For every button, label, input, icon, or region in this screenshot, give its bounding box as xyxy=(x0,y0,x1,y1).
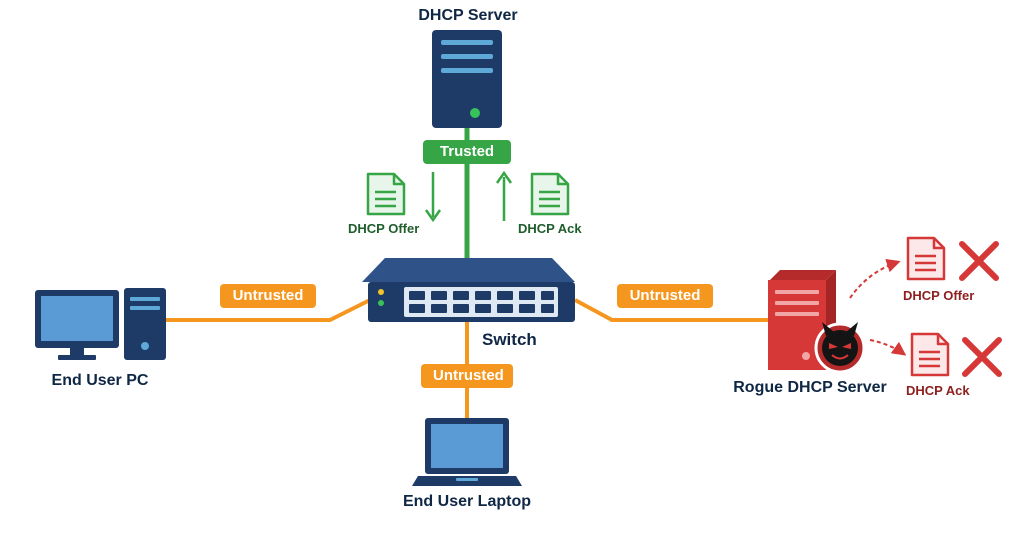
rogue-dhcp-offer-label: DHCP Offer xyxy=(903,288,975,303)
rogue-dhcp-ack-label: DHCP Ack xyxy=(906,383,970,398)
rogue-ack-doc-icon xyxy=(910,332,950,377)
dhcp-offer-doc-icon xyxy=(366,172,406,216)
untrusted-port-tag-right: Untrusted xyxy=(617,284,713,308)
dhcp-ack-doc-icon xyxy=(530,172,570,216)
dhcp-server-label: DHCP Server xyxy=(418,7,518,24)
rogue-offer-doc-icon xyxy=(906,236,946,281)
untrusted-port-tag-bottom: Untrusted xyxy=(421,364,513,388)
rogue-dhcp-server-label: Rogue DHCP Server xyxy=(733,379,887,396)
switch-icon xyxy=(362,258,575,322)
trusted-port-tag: Trusted xyxy=(423,140,511,164)
dhcp-offer-label: DHCP Offer xyxy=(348,221,420,236)
down-arrow-icon xyxy=(424,172,442,223)
rogue-offer-arrow xyxy=(849,258,901,299)
dhcp-ack-label: DHCP Ack xyxy=(518,221,582,236)
laptop-icon xyxy=(412,418,522,486)
switch-label: Switch xyxy=(482,330,537,349)
devil-icon xyxy=(814,322,866,374)
rogue-link xyxy=(574,298,768,322)
up-arrow-icon xyxy=(495,170,513,221)
end-user-laptop-label: End User Laptop xyxy=(402,493,531,510)
untrusted-port-tag-left: Untrusted xyxy=(220,284,316,308)
pc-tower-icon xyxy=(124,288,166,360)
rogue-ack-arrow xyxy=(869,339,907,356)
pc-monitor-icon xyxy=(35,290,119,360)
rogue-offer-blocked-x-icon xyxy=(959,241,999,281)
rogue-ack-blocked-x-icon xyxy=(962,337,1002,377)
dhcp-server-icon xyxy=(432,30,502,128)
end-user-pc-label: End User PC xyxy=(51,372,149,389)
pc-link xyxy=(166,298,371,322)
